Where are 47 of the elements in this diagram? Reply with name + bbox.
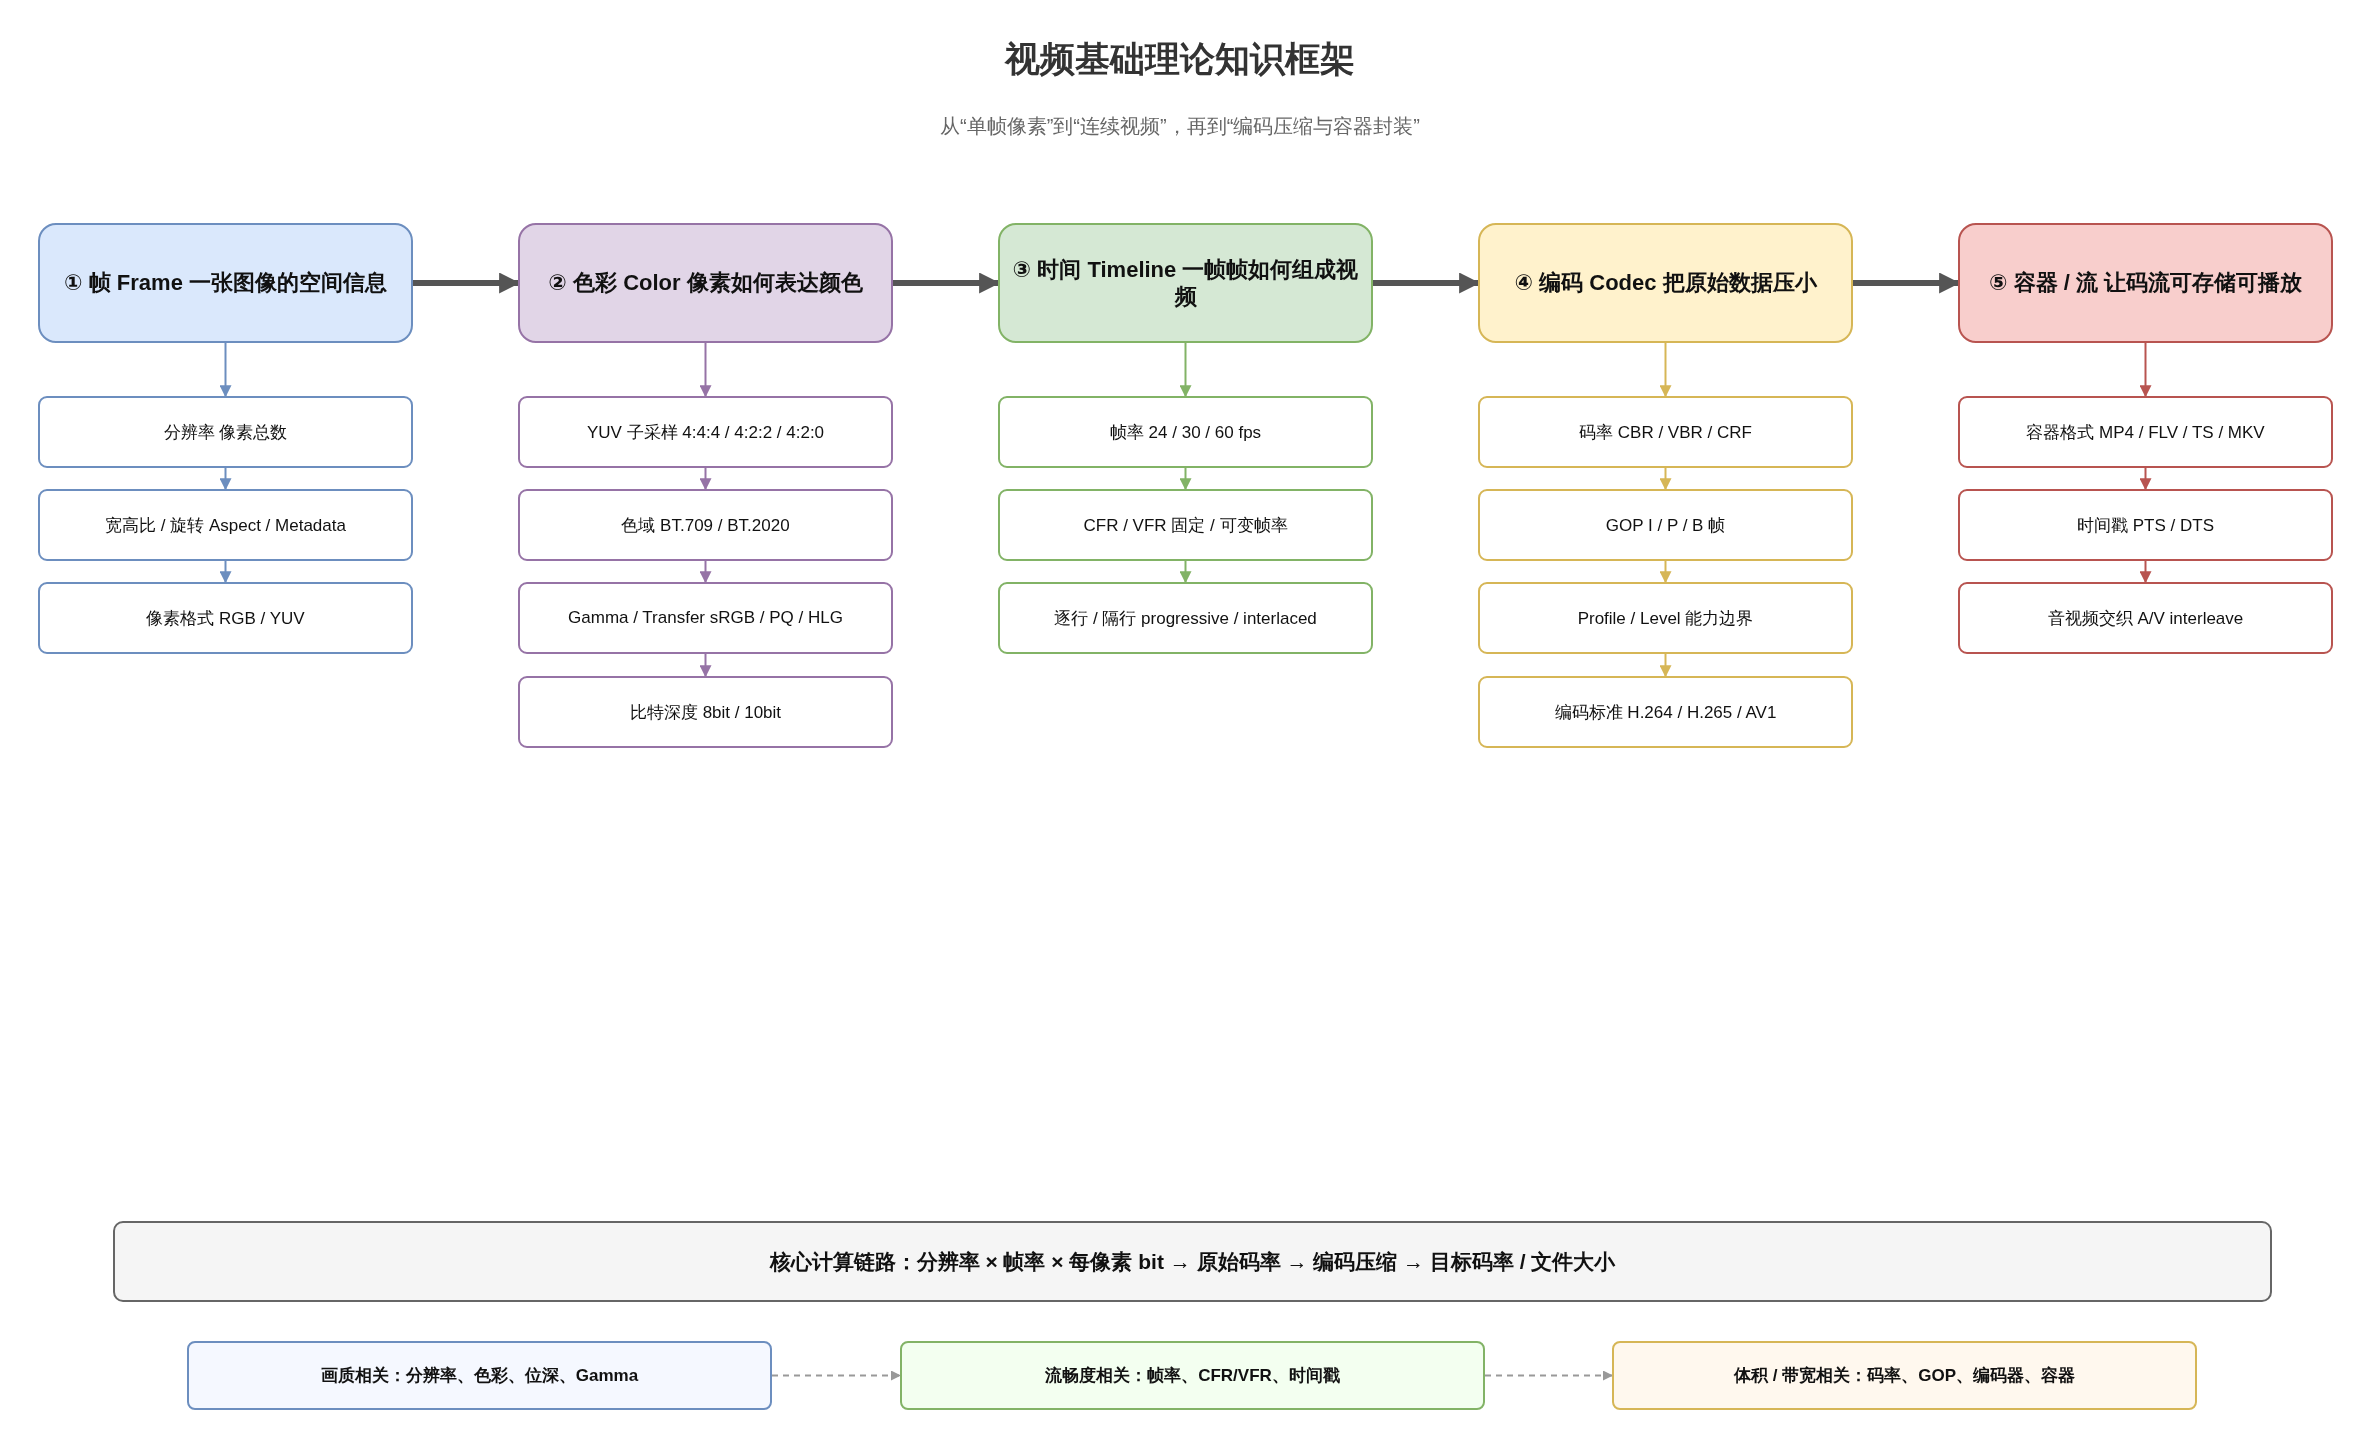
concept-box: GOP I / P / B 帧 [1478,489,1853,561]
arrow [2139,560,2152,584]
arrow [1659,342,1672,398]
arrow [1484,1370,1613,1381]
topic-box: ② 色彩 Color 像素如何表达颜色 [518,223,893,343]
diagram-title: 视频基础理论知识框架 [1003,38,1356,80]
concept-box: 色域 BT.709 / BT.2020 [518,489,893,561]
arrow [1179,467,1192,491]
concept-box: Gamma / Transfer sRGB / PQ / HLG [518,582,893,654]
arrow [1659,653,1672,678]
arrow [699,653,712,678]
arrow [1659,467,1672,491]
arrow [699,467,712,491]
concept-box: 宽高比 / 旋转 Aspect / Metadata [38,489,413,561]
concept-box: 码率 CBR / VBR / CRF [1478,396,1853,468]
concept-box: 编码标准 H.264 / H.265 / AV1 [1478,676,1853,748]
formula-banner: 核心计算链路：分辨率 × 帧率 × 每像素 bit → 原始码率 → 编码压缩 → 目标码率 / 文件大小 [113,1221,2272,1302]
arrow [219,467,232,491]
concept-box: YUV 子采样 4:4:4 / 4:2:2 / 4:2:0 [518,396,893,468]
subtitle: 从“单帧像素”到“连续视频”，再到“编码压缩与容器封装” [939,114,1421,139]
summary-box: 体积 / 带宽相关：码率、GOP、编码器、容器 [1612,1341,2197,1410]
summary-box: 画质相关：分辨率、色彩、位深、Gamma [187,1341,772,1410]
topic-box: ⑤ 容器 / 流 让码流可存储可播放 [1958,223,2333,343]
concept-box: 时间戳 PTS / DTS [1958,489,2333,561]
concept-box: 逐行 / 隔行 progressive / interlaced [998,582,1373,654]
arrow [1179,342,1192,398]
arrow [219,560,232,584]
topic-box: ④ 编码 Codec 把原始数据压小 [1478,223,1853,343]
arrow [699,342,712,398]
concept-box: 像素格式 RGB / YUV [38,582,413,654]
concept-box: 分辨率 像素总数 [38,396,413,468]
arrow [1179,560,1192,584]
concept-box: 比特深度 8bit / 10bit [518,676,893,748]
arrow [2139,342,2152,398]
concept-box: 音视频交织 A/V interleave [1958,582,2333,654]
concept-box: 容器格式 MP4 / FLV / TS / MKV [1958,396,2333,468]
concept-box: CFR / VFR 固定 / 可变帧率 [998,489,1373,561]
concept-box: 帧率 24 / 30 / 60 fps [998,396,1373,468]
arrow [771,1370,901,1381]
arrow [219,342,232,398]
topic-box: ③ 时间 Timeline 一帧帧如何组成视频 [998,223,1373,343]
topic-box: ① 帧 Frame 一张图像的空间信息 [38,223,413,343]
arrow [699,560,712,584]
arrow [1659,560,1672,584]
summary-box: 流畅度相关：帧率、CFR/VFR、时间戳 [900,1341,1485,1410]
concept-box: Profile / Level 能力边界 [1478,582,1853,654]
arrow [2139,467,2152,491]
